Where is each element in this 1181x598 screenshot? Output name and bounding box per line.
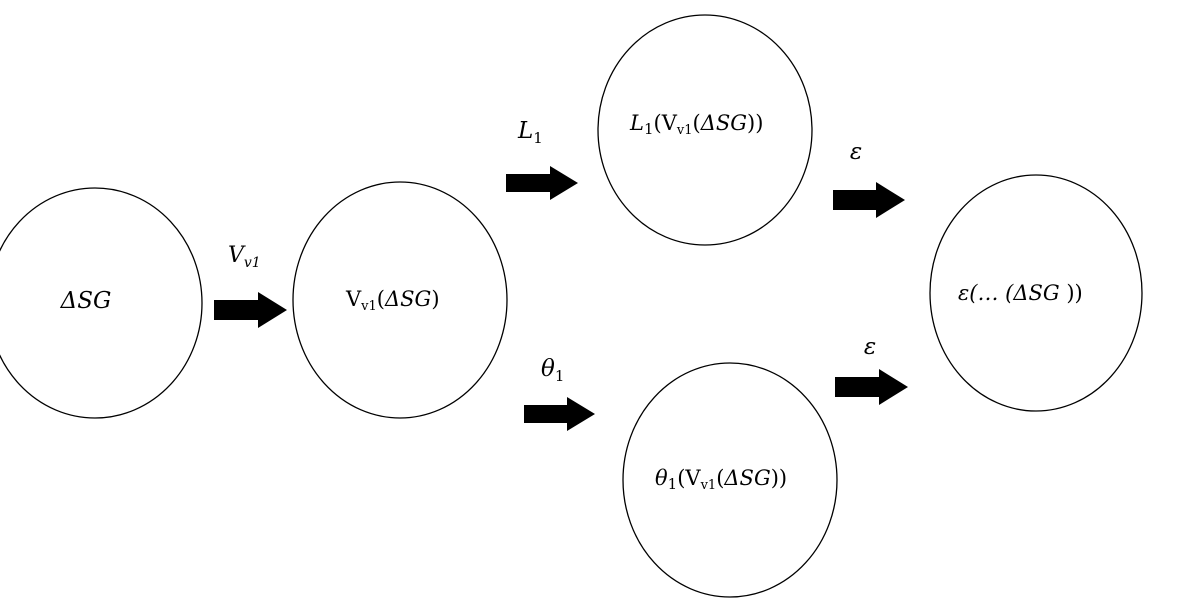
node-epsilon-label-arg: ΔSG — [1012, 281, 1059, 305]
node-theta-label-open: ( — [716, 466, 724, 490]
node-delta-sg-label: ΔSG — [60, 288, 112, 314]
node-l-label-v: (V — [654, 111, 678, 135]
edge-v-arrow — [214, 292, 287, 328]
node-theta-circle — [622, 362, 838, 598]
node-theta-label: θ1(Vv1(ΔSG)) — [655, 466, 787, 493]
node-delta-sg: ΔSG — [0, 187, 203, 419]
edge-v: Vv1 — [214, 243, 287, 328]
node-l-circle — [597, 14, 813, 246]
edge-epsilon-top-label: ε — [850, 139, 862, 165]
edge-theta-label-base: θ — [541, 356, 555, 382]
edge-theta: θ1 — [524, 356, 595, 431]
node-v: Vv1(ΔSG) — [292, 181, 508, 419]
node-l-label: L1(Vv1(ΔSG)) — [629, 111, 763, 138]
edge-l-label-base: L — [517, 118, 533, 144]
edge-v-label-sub: v1 — [244, 255, 261, 271]
edge-theta-label: θ1 — [541, 356, 564, 385]
edge-l-label: L1 — [517, 118, 543, 147]
node-delta-sg-circle — [0, 187, 203, 419]
node-theta-label-close: )) — [771, 466, 787, 490]
edge-l: L1 — [506, 118, 578, 200]
edge-l-label-sub: 1 — [533, 129, 543, 147]
node-theta-label-t: θ — [655, 466, 668, 490]
node-v-label-v: V — [345, 287, 362, 311]
node-v-label-open: ( — [377, 287, 385, 311]
node-l-label-close: )) — [747, 111, 763, 135]
node-l-label-lsub: 1 — [644, 120, 654, 138]
node-v-label-arg: ΔSG — [384, 287, 431, 311]
edge-epsilon-top: ε — [833, 139, 905, 218]
edge-l-arrow — [506, 166, 578, 200]
edge-theta-arrow — [524, 397, 595, 431]
node-theta-label-vsub: v1 — [700, 478, 717, 493]
node-l-label-vsub: v1 — [676, 123, 693, 138]
node-l-label-l: L — [629, 111, 644, 135]
edge-v-label: Vv1 — [228, 243, 261, 271]
node-l: L1(Vv1(ΔSG)) — [597, 14, 813, 246]
node-l-label-arg: ΔSG — [700, 111, 747, 135]
edge-v-label-base: V — [228, 243, 246, 268]
node-v-label-sub: v1 — [360, 299, 377, 314]
node-epsilon: ε(… (ΔSG )) — [929, 174, 1143, 412]
node-theta: θ1(Vv1(ΔSG)) — [622, 362, 838, 598]
node-v-circle — [292, 181, 508, 419]
node-theta-label-tsub: 1 — [668, 475, 678, 493]
node-v-label-close: ) — [431, 287, 439, 311]
edge-epsilon-bottom-arrow — [835, 369, 908, 405]
node-theta-label-v: (V — [677, 466, 701, 490]
edge-epsilon-bottom-label: ε — [864, 334, 876, 360]
edge-epsilon-bottom: ε — [835, 334, 908, 405]
node-l-label-open: ( — [692, 111, 700, 135]
edge-theta-label-sub: 1 — [555, 367, 565, 385]
edge-epsilon-top-arrow — [833, 182, 905, 218]
node-v-label: Vv1(ΔSG) — [345, 287, 440, 314]
node-epsilon-circle — [929, 174, 1143, 412]
node-epsilon-label-close: )) — [1060, 281, 1083, 305]
node-epsilon-label-e: ε(… ( — [958, 281, 1014, 305]
node-theta-label-arg: ΔSG — [723, 466, 770, 490]
node-epsilon-label: ε(… (ΔSG )) — [958, 281, 1083, 305]
